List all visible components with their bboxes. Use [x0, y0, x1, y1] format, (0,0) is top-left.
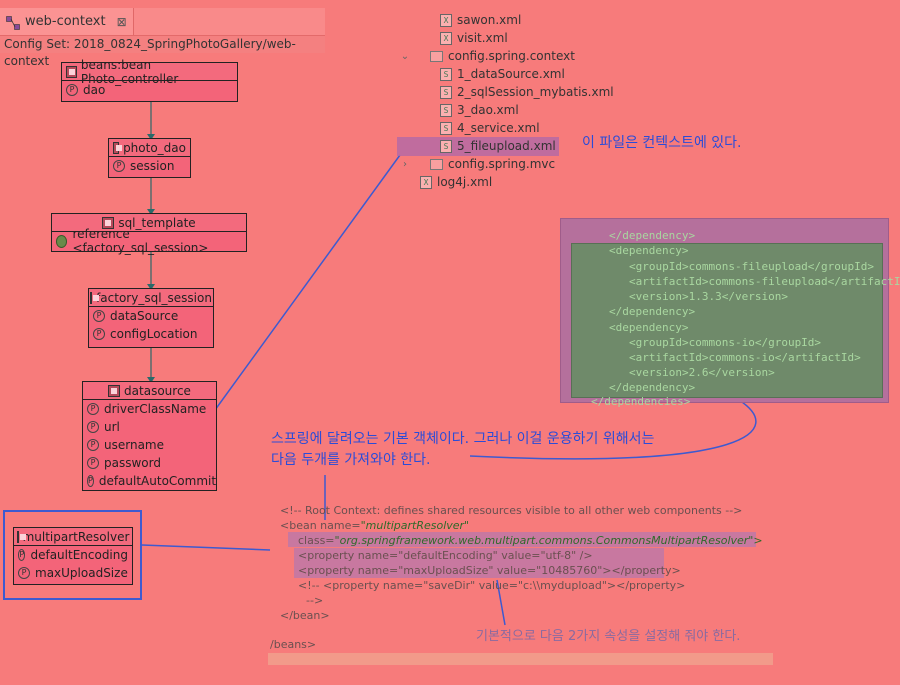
editor-tab-strip: web-context ⊠ [0, 8, 325, 36]
bean-property: reference <factory_sql_session> [52, 227, 246, 255]
xml-file-icon: X [420, 175, 432, 189]
bean-title: photo_dao [123, 140, 186, 155]
chevron-down-icon[interactable]: ⌄ [400, 50, 410, 62]
xml-file-icon: X [440, 13, 452, 27]
property-icon: P [18, 567, 30, 579]
spring-xml-icon: S [440, 103, 452, 117]
property-icon: P [18, 549, 26, 561]
bean-title: factory_sql_session [96, 290, 212, 305]
tree-item-config-spring-mvc[interactable]: ›config.spring.mvc [400, 155, 620, 173]
bean-icon [102, 216, 115, 229]
folder-icon [430, 158, 443, 170]
reference-icon [56, 234, 68, 248]
bean-icon [66, 65, 77, 78]
property-icon: P [113, 160, 125, 172]
property-icon: P [66, 84, 78, 96]
close-icon[interactable]: ⊠ [116, 14, 127, 29]
chevron-right-icon[interactable]: › [403, 158, 407, 170]
property-icon: P [87, 403, 99, 415]
multipart-selection-frame [3, 510, 142, 600]
tree-item-config-spring-context[interactable]: ⌄config.spring.context [400, 49, 575, 63]
spring-graph-icon [6, 15, 20, 30]
property-icon: P [87, 475, 94, 487]
folder-icon [430, 50, 443, 62]
bean-icon [108, 384, 121, 397]
property-icon: P [93, 310, 105, 322]
spring-xml-icon: S [440, 85, 452, 99]
main-note-line-2: 다음 두개를 가져와야 한다. [271, 452, 431, 468]
property-icon: P [93, 328, 105, 340]
tab-title: web-context [25, 14, 106, 29]
spring-xml-icon: S [440, 67, 452, 81]
bean-title: multipartResolver [22, 529, 130, 544]
bean-title: sql_template [118, 215, 196, 230]
bean-icon [113, 141, 123, 154]
main-note-line-1: 스프링에 달려오는 기본 객체이다. 그러나 이걸 운용하기 위해서는 [271, 431, 655, 447]
bean-icon [90, 291, 100, 304]
tab-web-context[interactable]: web-context ⊠ [0, 8, 134, 35]
bean-sql-template[interactable]: sql_template reference <factory_sql_sess… [51, 213, 247, 255]
bean-icon [16, 530, 26, 543]
bean-title: datasource [124, 383, 191, 398]
property-icon: P [87, 421, 99, 433]
property-icon: P [87, 439, 99, 451]
config-set-label: Config Set: 2018_0824_SpringPhotoGallery… [0, 36, 325, 68]
bean-title: beans:bean Photo_controller [80, 57, 179, 86]
spring-xml-icon: S [440, 121, 452, 135]
property-icon: P [87, 457, 99, 469]
xml-file-icon: X [440, 31, 452, 45]
pom-snippet: </dependency> <dependency> <groupId>comm… [560, 218, 900, 408]
pom-highlight [571, 243, 883, 398]
props-note: 기본적으로 다음 2가지 속성을 설정해 줘야 한다. [476, 629, 741, 644]
context-note: 이 파일은 컨텍스트에 있다. [582, 135, 742, 151]
spring-xml-icon: S [440, 139, 452, 153]
code-snippet: <!-- Root Context: defines shared resour… [268, 500, 773, 666]
